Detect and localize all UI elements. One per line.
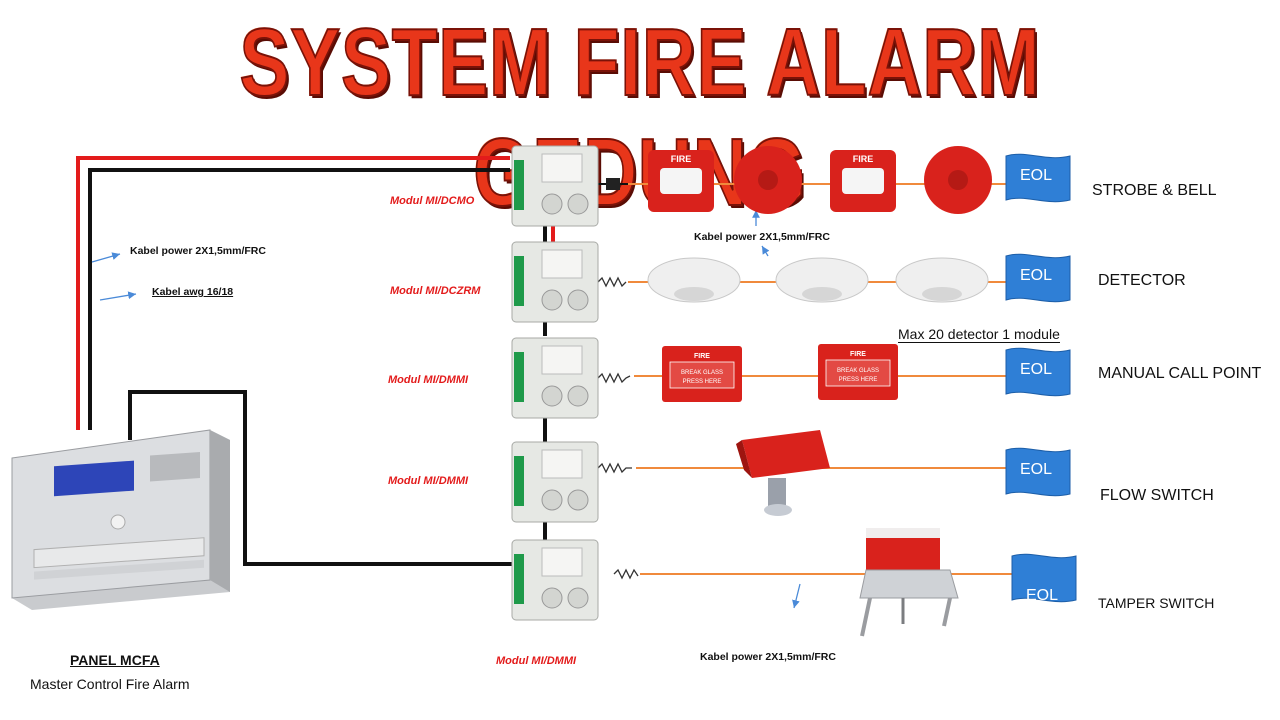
svg-text:BREAK GLASS: BREAK GLASS bbox=[837, 368, 879, 374]
device-label-detector: DETECTOR bbox=[1098, 272, 1186, 289]
device-label-strobe-bell: STROBE & BELL bbox=[1092, 182, 1217, 199]
flow-switch bbox=[736, 430, 830, 516]
tamper-switch bbox=[859, 528, 959, 637]
module-box-2 bbox=[511, 241, 599, 323]
cable-label-awg: Kabel awg 16/18 bbox=[152, 286, 234, 298]
signal-wire bbox=[88, 168, 512, 566]
diode-symbol bbox=[598, 178, 628, 190]
svg-text:FIRE: FIRE bbox=[850, 351, 866, 358]
eol-label: EOL bbox=[1020, 461, 1052, 478]
power-wire bbox=[76, 156, 510, 430]
svg-text:BREAK GLASS: BREAK GLASS bbox=[681, 370, 723, 376]
svg-text:PRESS HERE: PRESS HERE bbox=[683, 379, 722, 385]
strobe-1: FIRE bbox=[648, 150, 714, 212]
eol-flag-5: EOL bbox=[1011, 553, 1077, 604]
panel-subtitle: Master Control Fire Alarm bbox=[30, 676, 190, 692]
eol-flag-3: EOL bbox=[1005, 347, 1071, 397]
strobe-2: FIRE bbox=[830, 150, 896, 212]
eol-flag-4: EOL bbox=[1005, 447, 1071, 497]
eol-label: EOL bbox=[1020, 361, 1052, 378]
svg-text:FIRE: FIRE bbox=[853, 154, 874, 164]
max-detector-note: Max 20 detector 1 module bbox=[898, 326, 1060, 343]
modules-layer bbox=[511, 145, 599, 621]
module-box-3 bbox=[511, 337, 599, 419]
device-label-tamper-switch: TAMPER SWITCH bbox=[1098, 595, 1215, 611]
manual-call-point-1: FIRE BREAK GLASS PRESS HERE bbox=[662, 346, 742, 402]
eol-flag-1: EOL bbox=[1005, 153, 1071, 203]
cable-label-power-bottom: Kabel power 2X1,5mm/FRC bbox=[700, 651, 836, 663]
svg-text:FIRE: FIRE bbox=[671, 154, 692, 164]
module-label-5: Modul MI/DMMI bbox=[496, 655, 577, 667]
module-bus bbox=[543, 226, 555, 540]
resistor-symbols bbox=[597, 276, 639, 580]
annotation-arrows bbox=[91, 210, 801, 609]
device-label-manual-call-point: MANUAL CALL POINT bbox=[1098, 365, 1262, 382]
module-label-4: Modul MI/DMMI bbox=[388, 475, 469, 487]
mcfa-panel-graphic bbox=[11, 429, 230, 610]
manual-call-point-2: FIRE BREAK GLASS PRESS HERE bbox=[818, 344, 898, 400]
bell-2 bbox=[924, 146, 992, 214]
module-box-4 bbox=[511, 441, 599, 523]
eol-label: EOL bbox=[1020, 167, 1052, 184]
bell-1 bbox=[734, 146, 802, 214]
eol-label: EOL bbox=[1020, 267, 1052, 284]
eol-label: EOL bbox=[1026, 587, 1058, 604]
eol-layer: EOL EOL EOL EOL EOL bbox=[1005, 153, 1077, 604]
module-box-5 bbox=[511, 539, 599, 621]
cable-label-power: Kabel power 2X1,5mm/FRC bbox=[130, 245, 266, 257]
smoke-detector-3 bbox=[895, 257, 989, 303]
device-label-flow-switch: FLOW SWITCH bbox=[1100, 487, 1214, 504]
svg-text:FIRE: FIRE bbox=[694, 353, 710, 360]
panel-title: PANEL MCFA bbox=[70, 652, 160, 668]
module-box-1 bbox=[511, 145, 599, 227]
cable-label-power-mid: Kabel power 2X1,5mm/FRC bbox=[694, 231, 830, 243]
smoke-detector-2 bbox=[775, 257, 869, 303]
smoke-detector-1 bbox=[647, 257, 741, 303]
eol-flag-2: EOL bbox=[1005, 253, 1071, 303]
module-label-1: Modul MI/DCMO bbox=[390, 195, 475, 207]
module-label-2: Modul MI/DCZRM bbox=[390, 285, 481, 297]
svg-text:PRESS HERE: PRESS HERE bbox=[839, 377, 878, 383]
module-label-3: Modul MI/DMMI bbox=[388, 374, 469, 386]
